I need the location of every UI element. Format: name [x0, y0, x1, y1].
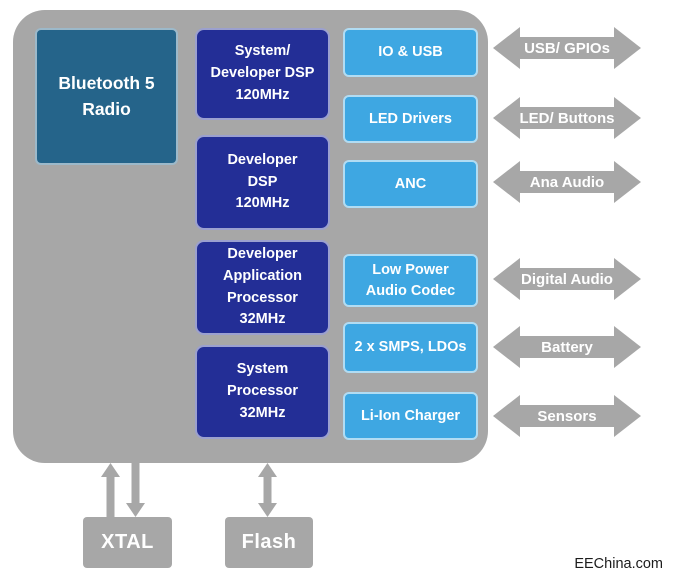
bidirectional-arrow-icon [493, 395, 641, 437]
up-arrow-icon [101, 463, 120, 517]
io-arrow-digital-audio: Digital Audio [493, 258, 641, 300]
block-low-power-audio-codec: Low Power Audio Codec [343, 254, 478, 307]
block-developer-dsp: Developer DSP 120MHz [195, 135, 330, 230]
block-li-ion-charger: Li-Ion Charger [343, 392, 478, 440]
bidirectional-arrow-icon [258, 463, 277, 517]
io-arrow-ana-audio: Ana Audio [493, 161, 641, 203]
io-arrow-label: USB/ GPIOs [524, 39, 610, 57]
io-arrow-sensors: Sensors [493, 395, 641, 437]
watermark-text: EEChina.com [574, 556, 663, 572]
block-system-developer-dsp: System/ Developer DSP 120MHz [195, 28, 330, 120]
bidirectional-arrow-icon [493, 326, 641, 368]
io-arrow-label: Battery [541, 338, 593, 356]
io-arrow-led-buttons: LED/ Buttons [493, 97, 641, 139]
block-system-processor: System Processor 32MHz [195, 345, 330, 439]
bidirectional-arrow-icon [493, 97, 641, 139]
down-arrow-icon [126, 463, 145, 517]
io-arrow-label: Digital Audio [521, 270, 613, 288]
block-smps-ldos: 2 x SMPS, LDOs [343, 322, 478, 373]
block-developer-application-processor: Developer Application Processor 32MHz [195, 240, 330, 335]
block-bluetooth-radio: Bluetooth 5 Radio [35, 28, 178, 165]
bidirectional-arrow-icon [493, 258, 641, 300]
io-arrow-label: LED/ Buttons [519, 109, 615, 127]
block-io-usb: IO & USB [343, 28, 478, 77]
io-arrow-battery: Battery [493, 326, 641, 368]
bidirectional-arrow-icon [493, 161, 641, 203]
bidirectional-arrow-icon [493, 27, 641, 69]
block-anc: ANC [343, 160, 478, 208]
block-xtal: XTAL [83, 517, 172, 568]
block-flash: Flash [225, 517, 313, 568]
block-led-drivers: LED Drivers [343, 95, 478, 143]
io-arrow-label: Ana Audio [529, 173, 605, 191]
io-arrow-usb-gpios: USB/ GPIOs [493, 27, 641, 69]
io-arrow-label: Sensors [537, 407, 597, 425]
